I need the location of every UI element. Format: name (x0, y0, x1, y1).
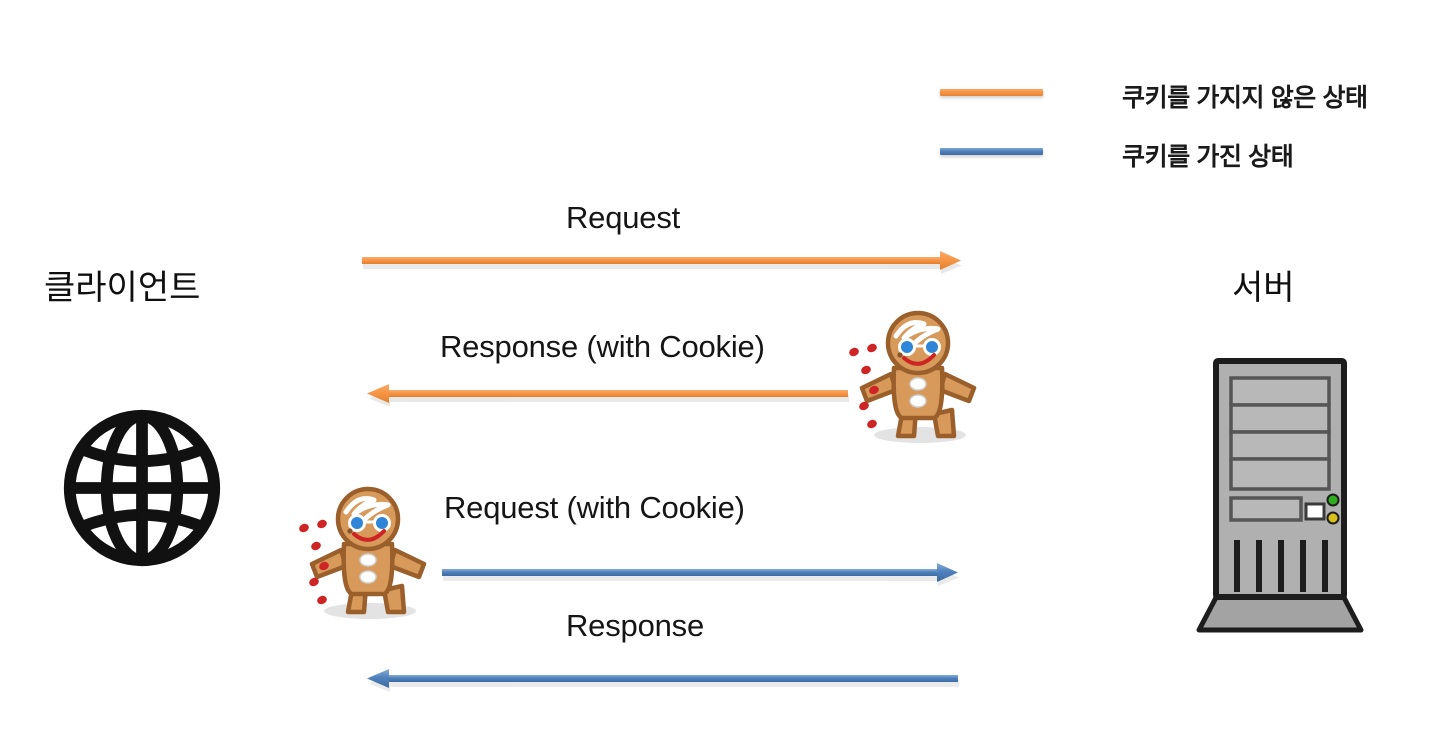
legend-swatch-no-cookie (940, 89, 1043, 96)
flow-arrow-response-with-cookie (367, 384, 849, 407)
gingerbread-cookie-icon-2-svg (299, 486, 427, 619)
gingerbread-cookie-icon-1-svg (849, 310, 977, 443)
globe-icon (58, 404, 226, 577)
flow-arrow-request (362, 251, 962, 274)
flow-arrow-response (367, 669, 959, 692)
gingerbread-cookie-icon-1 (842, 302, 987, 452)
server-label: 서버 (1232, 269, 1295, 307)
flow-label-request: Request (566, 200, 681, 235)
flow-label-response: Response (566, 608, 704, 643)
flow-label-request-with-cookie: Request (with Cookie) (444, 490, 745, 525)
legend-label-has-cookie: 쿠키를 가진 상태 (1122, 143, 1294, 171)
legend-label-no-cookie: 쿠키를 가지지 않은 상태 (1122, 84, 1368, 112)
client-label: 클라이언트 (44, 269, 201, 307)
flow-label-response-with-cookie: Response (with Cookie) (440, 329, 765, 364)
gingerbread-cookie-icon-2 (292, 478, 437, 628)
globe-icon-svg (63, 409, 221, 567)
server-tower-icon-svg (1196, 358, 1364, 633)
server-tower-icon (1175, 352, 1385, 642)
flow-arrow-request-with-cookie (442, 563, 959, 586)
legend-swatch-has-cookie (940, 148, 1043, 155)
